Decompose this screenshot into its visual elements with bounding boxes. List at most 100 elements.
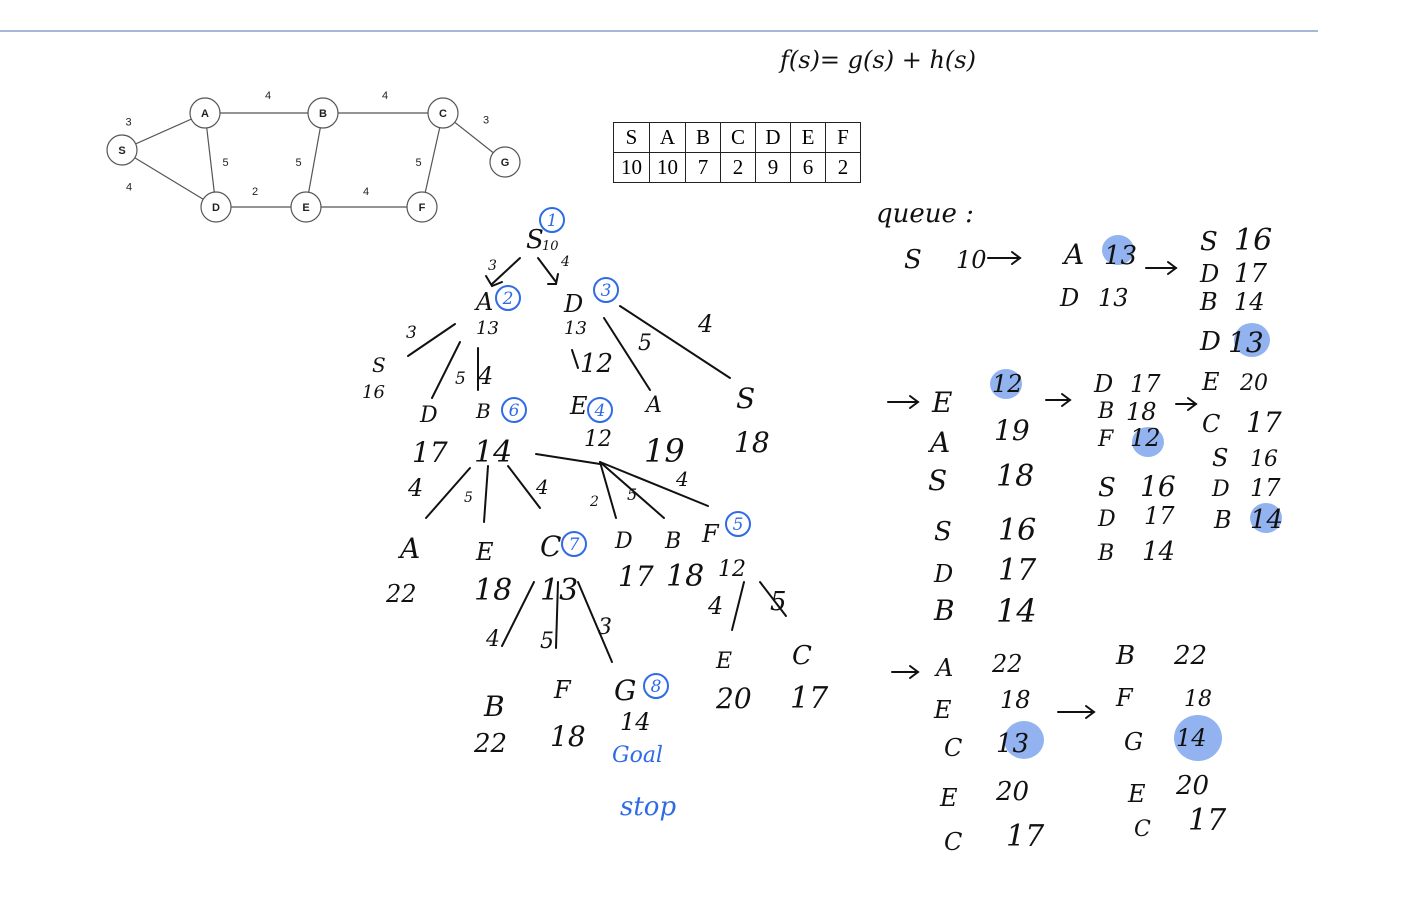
queue-entry: 20	[1175, 771, 1209, 801]
queue-entry: 17	[1234, 259, 1268, 289]
order-mark-number: 1	[547, 211, 558, 231]
queue-entry: 14	[1176, 724, 1207, 752]
tree-label: A	[644, 393, 662, 418]
queue-entry: C	[944, 734, 962, 762]
heuristic-value-c: 2	[720, 152, 756, 183]
queue-entry: B	[1115, 641, 1135, 671]
order-mark-circle	[539, 207, 565, 233]
queue-entry: 13	[1228, 326, 1264, 359]
graph-node-f	[406, 191, 438, 223]
queue-entry: 18	[1000, 686, 1031, 714]
queue-entry: 13	[1098, 284, 1129, 312]
stop-text: stop	[620, 792, 676, 822]
graph-edge-weight: 3	[483, 115, 489, 127]
queue-entry: D	[1093, 370, 1113, 398]
tree-label: D	[563, 290, 583, 318]
queue-entry: 14	[1250, 505, 1283, 535]
queue-entry: 19	[994, 414, 1030, 447]
tree-label: 4	[485, 627, 500, 652]
queue-entry: A	[927, 426, 950, 459]
queue-entry: 17	[998, 553, 1037, 588]
order-mark-number: 2	[502, 289, 514, 309]
graph-edge-weight: 3	[125, 117, 131, 129]
tree-edge	[599, 461, 665, 519]
queue-entry: D	[1199, 260, 1219, 288]
queue-arrowhead	[1061, 393, 1072, 407]
queue-entry: 17	[1250, 474, 1281, 502]
tree-label: 2	[589, 494, 599, 510]
order-mark-circle	[643, 673, 669, 699]
queue-entry: 16	[1250, 447, 1278, 472]
graph-node-a	[189, 97, 221, 129]
graph-edge-b-e	[305, 112, 324, 208]
graph-edge-weight: 4	[382, 90, 388, 102]
tree-label: 20	[715, 682, 752, 715]
tree-label: 22	[385, 580, 417, 608]
tree-label: E	[715, 649, 732, 674]
graph-edge-weight: 5	[295, 157, 301, 169]
order-mark-circle	[561, 531, 587, 557]
order-mark-number: 5	[733, 515, 744, 535]
queue-entry: 18	[1126, 398, 1157, 426]
tree-edge	[599, 461, 709, 507]
queue-entry: 20	[995, 777, 1029, 807]
tree-label: 17	[790, 681, 829, 716]
queue-entry: 17	[1144, 502, 1175, 530]
tree-label: S	[736, 382, 755, 415]
tree-edge	[483, 465, 489, 523]
queue-entry: D	[1199, 327, 1221, 357]
tree-label: C	[540, 530, 561, 563]
queue-highlight	[1250, 503, 1282, 533]
queue-entry: 18	[1184, 687, 1212, 712]
queue-entry: E	[1201, 368, 1220, 396]
tree-edge	[603, 317, 651, 391]
tree-label: 5	[455, 369, 466, 389]
queue-entry: B	[1213, 506, 1232, 534]
tree-label: 13	[540, 573, 578, 608]
tree-label: S	[372, 353, 386, 377]
order-mark-number: 7	[569, 535, 580, 555]
order-mark-number: 3	[601, 281, 612, 301]
heuristic-header-a: A	[649, 122, 686, 153]
tree-label: F	[701, 520, 720, 548]
tree-label: B	[483, 690, 505, 723]
queue-entry: C	[1134, 817, 1151, 842]
graph-edge-weight: 5	[415, 157, 421, 169]
tree-label: 3	[598, 615, 612, 640]
graph-edge-weight: 2	[252, 186, 258, 198]
heuristic-value-s: 10	[613, 152, 650, 183]
queue-arrowhead	[1011, 251, 1022, 265]
tree-edge	[425, 467, 471, 519]
queue-entry: 17	[1188, 803, 1227, 838]
queue-entry: 17	[1246, 406, 1282, 439]
tree-edge	[507, 465, 541, 509]
order-mark-number: 6	[509, 401, 520, 421]
tree-label: 4	[407, 474, 423, 502]
queue-entry: B	[1199, 288, 1218, 316]
tree-label: F	[553, 676, 572, 704]
queue-entry: 14	[1142, 537, 1175, 567]
tree-label: 17	[618, 560, 654, 593]
graph-node-b	[307, 97, 339, 129]
tree-label: 5	[464, 490, 473, 506]
queue-entry: D	[1059, 284, 1079, 312]
order-mark-number: 4	[594, 401, 606, 421]
heuristic-header-s: S	[613, 122, 650, 153]
queue-entry: A	[934, 654, 953, 682]
tree-label: 5	[627, 485, 637, 504]
tree-label: A	[474, 288, 493, 316]
tree-label: 12	[718, 557, 746, 582]
graph-node-label: S	[118, 145, 125, 157]
tree-label: 4	[675, 467, 689, 491]
queue-arrowhead	[909, 395, 920, 409]
queue-arrowhead	[1187, 397, 1198, 411]
queue-arrowhead	[1085, 705, 1096, 719]
queue-entry: E	[933, 696, 952, 724]
order-mark-circle	[501, 397, 527, 423]
